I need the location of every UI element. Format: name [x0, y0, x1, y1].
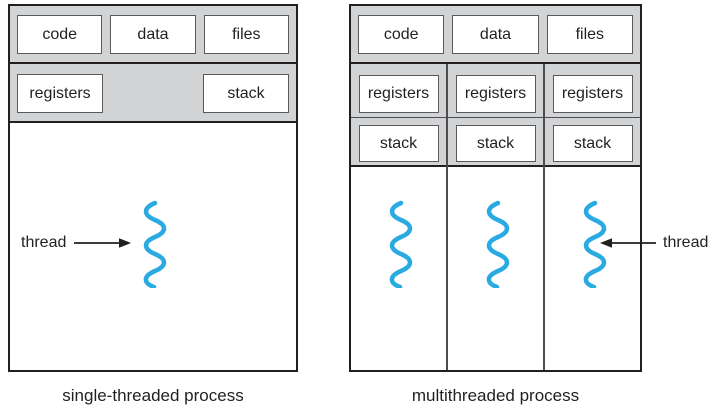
thread-annotation-right: thread — [600, 233, 708, 253]
thread-squiggle-icon — [486, 200, 509, 288]
thread-area — [448, 167, 543, 370]
registers-box: registers — [17, 74, 103, 113]
code-label: code — [383, 25, 419, 43]
registers-label: registers — [464, 85, 527, 102]
stack-cell: stack — [448, 118, 543, 167]
stack-label: stack — [227, 84, 265, 102]
files-section-box: files — [546, 15, 633, 54]
registers-label: registers — [561, 85, 624, 102]
caption-single-threaded: single-threaded process — [62, 386, 244, 405]
thread-annotation-left: thread — [21, 233, 132, 253]
arrow-right-icon — [74, 238, 132, 248]
thread-squiggle-icon — [143, 200, 167, 288]
stack-box: stack — [203, 74, 289, 113]
single-threaded-process-box: code data files registers stack — [8, 4, 298, 372]
registers-box: registers — [455, 75, 536, 113]
thread-column-2: registers stack — [446, 64, 543, 370]
thread-column-1: registers stack — [351, 64, 446, 370]
thread-label: thread — [21, 234, 67, 251]
registers-label: registers — [29, 84, 91, 102]
thread-area — [545, 167, 640, 370]
single-thread-area — [10, 123, 296, 370]
data-label: data — [479, 25, 512, 43]
registers-box: registers — [552, 75, 633, 113]
stack-cell: stack — [545, 118, 640, 167]
files-label: files — [232, 25, 261, 43]
data-section-box: data — [452, 15, 539, 54]
data-section-box: data — [110, 15, 196, 54]
memory-sections-row: code data files — [10, 6, 296, 64]
thread-squiggle-icon — [583, 200, 606, 288]
registers-cell: registers — [545, 64, 640, 118]
registers-cell: registers — [448, 64, 543, 118]
data-label: data — [137, 25, 169, 43]
thread-squiggle-icon — [389, 200, 412, 288]
files-label: files — [575, 25, 605, 43]
stack-label: stack — [573, 134, 612, 152]
registers-box: registers — [358, 75, 439, 113]
arrow-left-icon — [600, 238, 656, 248]
stack-label: stack — [379, 134, 418, 152]
code-section-box: code — [358, 15, 445, 54]
thread-columns: registers stack registers — [351, 64, 640, 370]
multithreaded-process-box: code data files registers stack — [349, 4, 642, 372]
thread-column-3: registers stack — [543, 64, 640, 370]
code-section-box: code — [17, 15, 103, 54]
registers-cell: registers — [351, 64, 446, 118]
stack-label: stack — [476, 134, 515, 152]
memory-sections-row: code data files — [351, 6, 640, 64]
registers-label: registers — [367, 85, 430, 102]
files-section-box: files — [203, 15, 289, 54]
thread-label: thread — [663, 234, 709, 251]
code-label: code — [42, 25, 78, 43]
caption-multithreaded: multithreaded process — [411, 386, 580, 405]
stack-box: stack — [358, 125, 439, 162]
stack-box: stack — [552, 125, 633, 162]
thread-area — [351, 167, 446, 370]
stack-box: stack — [455, 125, 536, 162]
stack-cell: stack — [351, 118, 446, 167]
registers-stack-row: registers stack — [10, 64, 296, 123]
